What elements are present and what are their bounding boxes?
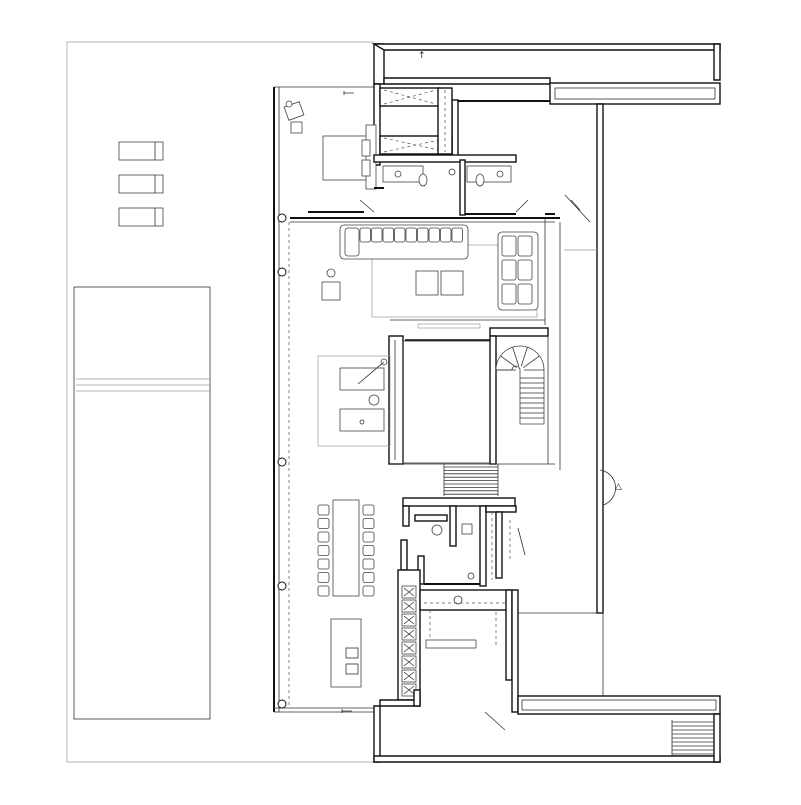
- sofa-cushion: [394, 227, 406, 243]
- sun-lounger: [118, 174, 164, 194]
- sun-lounger: [118, 141, 164, 161]
- sun-lounger: [118, 207, 164, 227]
- central-core: [388, 327, 555, 465]
- reading-area: [317, 355, 391, 447]
- stair-tread: [500, 355, 517, 368]
- coffee-table: [440, 270, 464, 296]
- sofa-cushion: [405, 227, 417, 243]
- dining-area: [317, 499, 375, 597]
- sofa-cushion: [451, 227, 463, 243]
- sofa-cushion: [417, 227, 429, 243]
- dining-chair: [362, 531, 375, 543]
- stair-tread: [520, 347, 528, 367]
- rug: [317, 355, 391, 447]
- sofa-cushion: [517, 259, 533, 281]
- basin: [431, 524, 443, 536]
- dining-chair: [317, 558, 330, 570]
- sofa-cushion: [517, 283, 533, 305]
- dining-chair: [362, 585, 375, 597]
- column: [277, 457, 287, 467]
- toilet: [418, 173, 428, 187]
- shower-drain: [448, 168, 456, 176]
- entry-corridor: △ ↑: [418, 51, 622, 506]
- bathrooms-upper: [308, 154, 529, 216]
- sofa-cushion: [428, 227, 440, 243]
- pillow: [361, 159, 371, 177]
- dining-chair: [317, 504, 330, 516]
- sofa-cushion: [371, 227, 383, 243]
- dining-chair: [317, 572, 330, 583]
- stair-tread: [512, 347, 520, 367]
- dining-chair: [362, 545, 375, 556]
- armchair: [283, 100, 305, 121]
- sofa-cushion: [517, 235, 533, 257]
- stair-tread: [523, 355, 540, 368]
- sofa-cushion: [382, 227, 394, 243]
- structural-columns: [277, 213, 287, 709]
- daybed: [339, 367, 385, 391]
- spiral-stair: [495, 345, 545, 425]
- side-table: [290, 121, 303, 134]
- sofa-cushion: [440, 227, 452, 243]
- toilet: [461, 523, 473, 535]
- north-arrow: ↑: [418, 51, 426, 61]
- entrance-arrow: △: [615, 482, 622, 492]
- column: [277, 699, 287, 709]
- dining-chair: [362, 504, 375, 516]
- sofa: [339, 224, 469, 260]
- entrance-stair: [443, 464, 499, 496]
- site-boundary: [66, 41, 374, 763]
- sofa-cushion: [501, 259, 517, 281]
- dining-chair: [317, 531, 330, 543]
- dining-chair: [362, 518, 375, 529]
- coffee-table: [415, 270, 439, 296]
- glazed-facade: [273, 86, 374, 713]
- pillow: [361, 139, 371, 157]
- basin: [496, 170, 504, 178]
- dining-chair: [317, 585, 330, 597]
- door-markers: [341, 91, 354, 713]
- kitchen: [330, 569, 513, 701]
- vanity: [466, 165, 512, 183]
- lower-wing: [373, 589, 721, 763]
- swimming-pool: [73, 286, 211, 720]
- toilet: [475, 173, 485, 187]
- dining-table: [332, 499, 360, 597]
- vanity: [382, 165, 424, 183]
- lounge-chair: [321, 268, 341, 301]
- sofa-cushion: [501, 283, 517, 305]
- column: [277, 581, 287, 591]
- bedroom: [283, 87, 453, 190]
- service-core: [400, 497, 526, 587]
- dining-chair: [317, 545, 330, 556]
- sun-loungers: [118, 141, 164, 227]
- sofa-cushion: [359, 227, 371, 243]
- dining-chair: [362, 558, 375, 570]
- sofa-side: [497, 231, 539, 311]
- side-table: [368, 394, 380, 406]
- sofa-cushion: [501, 235, 517, 257]
- basin: [394, 170, 402, 178]
- living-room: [290, 213, 560, 329]
- column: [277, 267, 287, 277]
- column: [277, 213, 287, 223]
- dining-chair: [317, 518, 330, 529]
- dining-chair: [362, 572, 375, 583]
